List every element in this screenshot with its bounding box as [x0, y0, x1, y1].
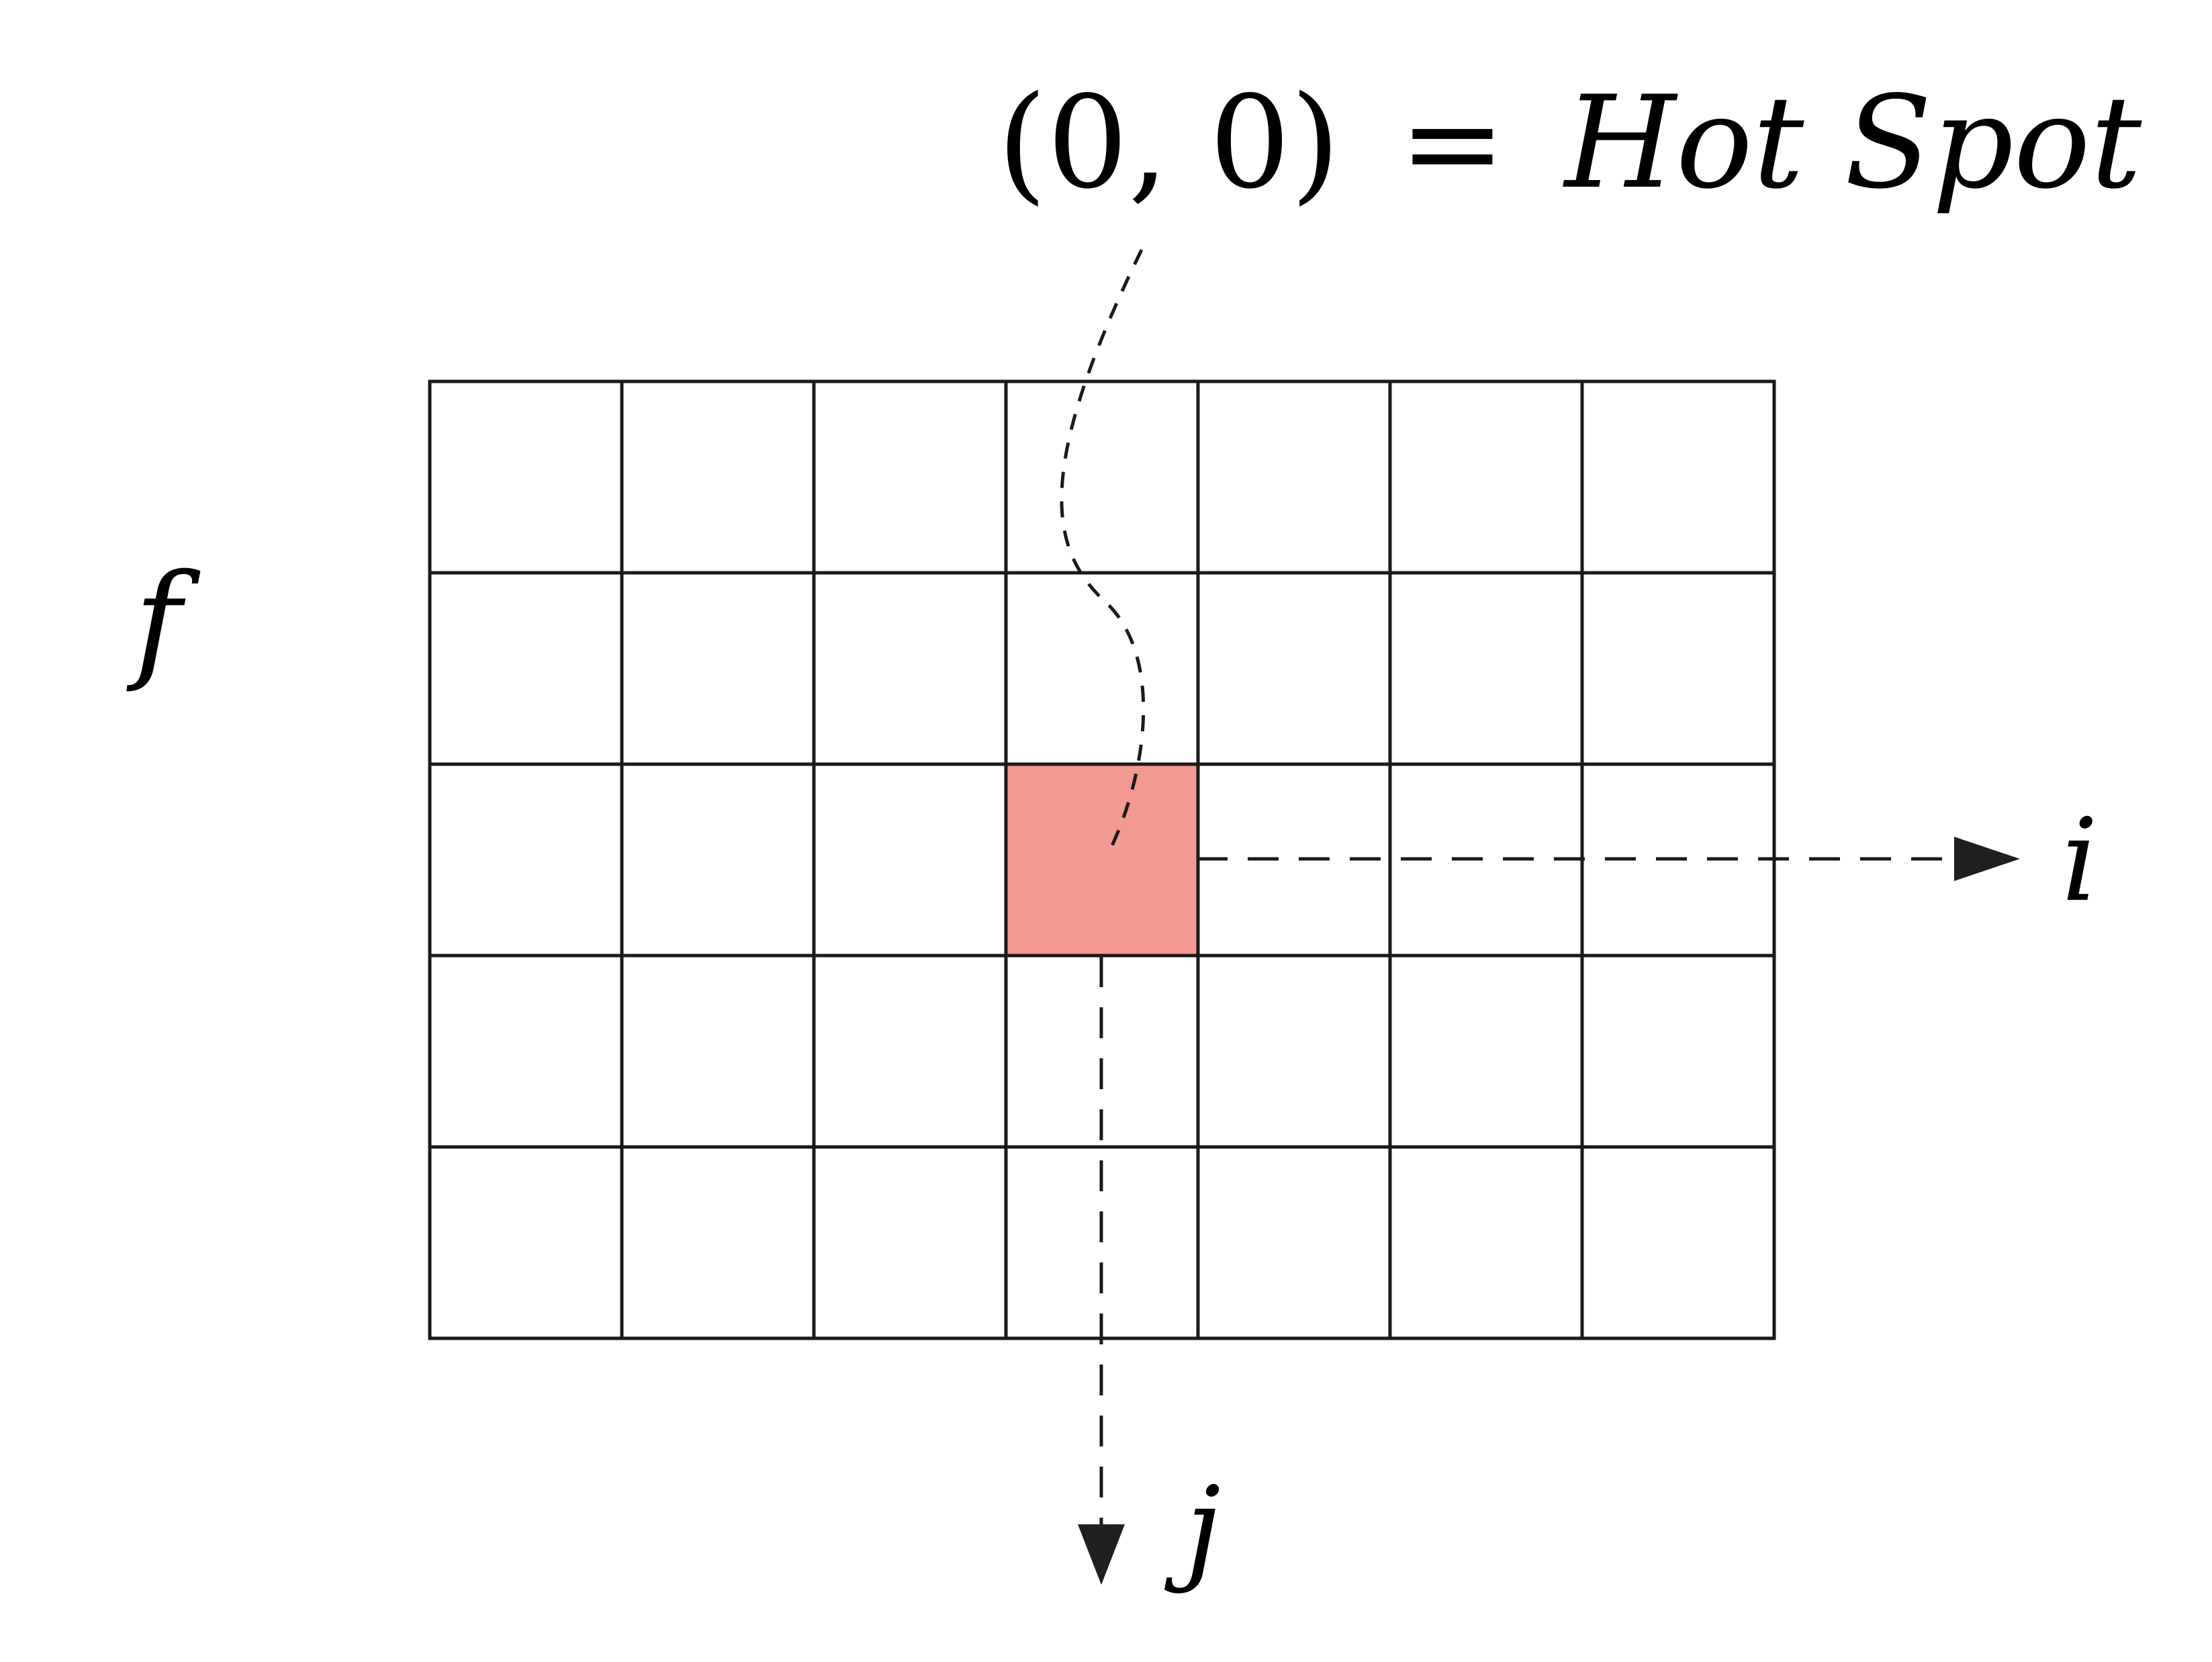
grid-cell: [1388, 571, 1584, 766]
equals-sign: =: [1399, 68, 1506, 217]
grid-cell: [1580, 954, 1776, 1149]
grid-cell: [1580, 1145, 1776, 1340]
grid-cell: [428, 379, 624, 575]
pixel-grid: [428, 379, 1776, 1340]
j-axis-label: j: [1164, 1463, 1221, 1596]
grid-cell: [620, 571, 816, 766]
grid-cell: [1580, 571, 1776, 766]
i-axis-arrowhead: [1954, 837, 2020, 881]
j-axis-arrowhead: [1078, 1524, 1125, 1585]
function-label: f: [126, 547, 201, 695]
grid-cell: [1388, 954, 1584, 1149]
grid-cell: [812, 1145, 1008, 1340]
grid-cell: [1388, 379, 1584, 575]
grid-cell: [812, 954, 1008, 1149]
grid-cell: [1004, 571, 1200, 766]
grid-cell: [1388, 1145, 1584, 1340]
grid-cell: [428, 1145, 624, 1340]
grid-cell: [620, 379, 816, 575]
grid-cell: [428, 954, 624, 1149]
grid-cell: [1196, 571, 1392, 766]
grid-cell: [1004, 379, 1200, 575]
grid-cell: [812, 379, 1008, 575]
grid-cell: [620, 762, 816, 958]
hot-spot-leader-line: [1060, 248, 1146, 856]
hot-spot-label: Hot Spot: [1563, 68, 2142, 217]
hot-spot-cell: [1004, 762, 1200, 958]
grid-cell: [428, 762, 624, 958]
grid-cell: [620, 1145, 816, 1340]
grid-cell: [812, 762, 1008, 958]
origin-coordinate: (0, 0): [997, 68, 1340, 217]
grid-cell: [812, 571, 1008, 766]
grid-cell: [620, 954, 816, 1149]
hot-spot-title: (0, 0) = Hot Spot: [997, 68, 2142, 217]
grid-cell: [1196, 954, 1392, 1149]
i-axis-label: i: [2062, 794, 2098, 927]
grid-cell: [1196, 1145, 1392, 1340]
grid-cell: [1196, 379, 1392, 575]
grid-cell: [428, 571, 624, 766]
grid-cell: [1580, 379, 1776, 575]
